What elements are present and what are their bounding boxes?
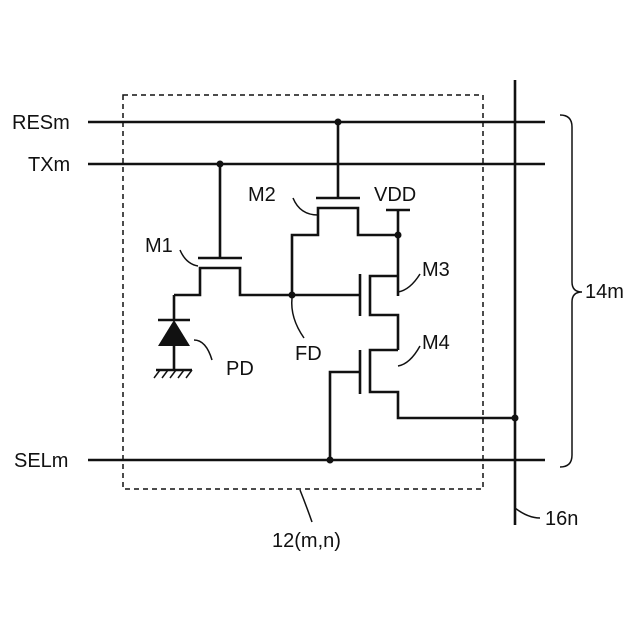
- junction-dot: [327, 457, 334, 464]
- m1-label: M1: [145, 235, 173, 257]
- m3-label: M3: [422, 259, 450, 281]
- photodiode-symbol: [158, 320, 190, 346]
- ground-icon: [154, 370, 192, 378]
- m4-leader: [398, 346, 420, 366]
- pd-label: PD: [226, 358, 254, 380]
- junction-dot: [395, 232, 402, 239]
- column-leader: [515, 508, 540, 518]
- fd-leader: [292, 298, 304, 338]
- m1-leader: [180, 250, 198, 266]
- m3-channel: [370, 276, 398, 350]
- m3-leader: [398, 274, 420, 292]
- m4-gate-wire: [330, 372, 360, 460]
- select-line-label: SELm: [14, 450, 68, 472]
- fd-label: FD: [295, 343, 322, 365]
- m2-leader: [293, 198, 318, 215]
- cell-leader: [300, 490, 312, 522]
- pixel-cell-boundary: [123, 95, 483, 489]
- junction-dot: [217, 161, 224, 168]
- m2-label: M2: [248, 184, 276, 206]
- reset-line-label: RESm: [12, 112, 70, 134]
- m2-channel: [292, 208, 398, 295]
- junction-dot: [335, 119, 342, 126]
- row-bus-brace: [560, 115, 582, 467]
- m4-label: M4: [422, 332, 450, 354]
- pixel-cell-label: 12(m,n): [272, 530, 341, 552]
- m4-channel: [370, 350, 515, 418]
- column-line-label: 16n: [545, 508, 578, 530]
- pd-leader: [194, 340, 212, 360]
- vdd-label: VDD: [374, 184, 416, 206]
- row-bus-label: 14m: [585, 281, 624, 303]
- m1-channel: [174, 268, 292, 295]
- fd-junction-dot: [289, 292, 296, 299]
- junction-dot: [512, 415, 519, 422]
- transfer-line-label: TXm: [28, 154, 70, 176]
